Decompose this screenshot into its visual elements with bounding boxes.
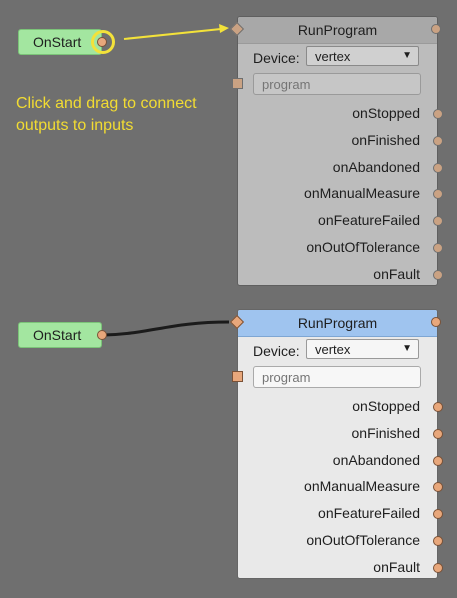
onstart-node[interactable]: OnStart bbox=[18, 322, 107, 348]
onstart-output-port[interactable] bbox=[97, 330, 107, 340]
output-port[interactable] bbox=[433, 216, 443, 227]
program-input-port[interactable] bbox=[232, 371, 243, 382]
device-value: vertex bbox=[315, 49, 351, 64]
output-port[interactable] bbox=[433, 135, 443, 146]
caret-down-icon: ▼ bbox=[402, 343, 412, 354]
output-label: onStopped bbox=[352, 398, 420, 414]
flow-output-port[interactable] bbox=[431, 317, 441, 327]
output-row: onOutOfTolerance bbox=[238, 528, 443, 555]
output-label: onFinished bbox=[351, 131, 421, 148]
output-port[interactable] bbox=[433, 162, 443, 173]
flow-output-port[interactable] bbox=[431, 24, 441, 34]
output-label: onFault bbox=[373, 265, 420, 282]
device-select[interactable]: vertex ▼ bbox=[306, 339, 419, 359]
output-list: onStopped onFinished onAbandoned onManua… bbox=[238, 101, 443, 289]
output-label: onFeatureFailed bbox=[318, 212, 420, 229]
output-port[interactable] bbox=[433, 455, 443, 466]
onstart-label: OnStart bbox=[33, 34, 82, 50]
program-input-port[interactable] bbox=[232, 78, 243, 89]
output-row: onAbandoned bbox=[238, 448, 443, 475]
program-input[interactable] bbox=[253, 73, 421, 95]
output-port[interactable] bbox=[433, 509, 443, 520]
output-list: onStopped onFinished onAbandoned onManua… bbox=[238, 394, 443, 582]
output-row: onManualMeasure bbox=[238, 474, 443, 501]
output-row: onFault bbox=[238, 262, 443, 289]
arrow-head-icon bbox=[219, 24, 229, 33]
output-port[interactable] bbox=[433, 109, 443, 119]
hint-arrow-line bbox=[123, 28, 222, 40]
onstart-label: OnStart bbox=[33, 327, 82, 343]
hint-text: Click and drag to connect outputs to inp… bbox=[16, 95, 197, 134]
output-port[interactable] bbox=[433, 189, 443, 200]
output-row: onManualMeasure bbox=[238, 181, 443, 208]
output-row: onFault bbox=[238, 555, 443, 582]
output-label: onOutOfTolerance bbox=[306, 238, 420, 255]
output-port[interactable] bbox=[433, 269, 443, 280]
output-port[interactable] bbox=[433, 482, 443, 493]
node-title-bar[interactable]: RunProgram bbox=[238, 310, 437, 337]
output-port[interactable] bbox=[433, 402, 443, 412]
connection-wire bbox=[103, 320, 230, 337]
output-label: onStopped bbox=[352, 105, 420, 121]
device-label: Device: bbox=[253, 343, 300, 359]
output-port[interactable] bbox=[433, 562, 443, 573]
output-row: onStopped bbox=[238, 394, 443, 421]
output-port[interactable] bbox=[433, 428, 443, 439]
output-row: onFeatureFailed bbox=[238, 501, 443, 528]
device-value: vertex bbox=[315, 342, 351, 357]
output-row: onOutOfTolerance bbox=[238, 235, 443, 262]
output-row: onFinished bbox=[238, 421, 443, 448]
output-label: onAbandoned bbox=[332, 158, 420, 175]
caret-down-icon: ▼ bbox=[402, 50, 412, 61]
output-label: onFeatureFailed bbox=[318, 505, 420, 522]
device-select[interactable]: vertex ▼ bbox=[306, 46, 419, 66]
program-input[interactable] bbox=[253, 366, 421, 388]
highlight-ring-icon bbox=[91, 30, 115, 54]
output-row: onFinished bbox=[238, 128, 443, 155]
output-label: onOutOfTolerance bbox=[306, 531, 420, 548]
output-label: onAbandoned bbox=[332, 451, 420, 468]
output-label: onFinished bbox=[351, 424, 421, 441]
output-label: onFault bbox=[373, 558, 420, 575]
output-label: onManualMeasure bbox=[304, 185, 420, 202]
runprogram-node-ghost[interactable]: RunProgram Device: vertex ▼ onStopped on… bbox=[229, 16, 443, 289]
output-label: onManualMeasure bbox=[304, 478, 420, 495]
output-row: onAbandoned bbox=[238, 155, 443, 182]
output-port[interactable] bbox=[433, 242, 443, 253]
output-port[interactable] bbox=[433, 535, 443, 546]
output-row: onFeatureFailed bbox=[238, 208, 443, 235]
node-title: RunProgram bbox=[297, 22, 378, 38]
device-label: Device: bbox=[253, 50, 300, 66]
output-row: onStopped bbox=[238, 101, 443, 128]
node-title-bar[interactable]: RunProgram bbox=[238, 17, 437, 44]
node-title: RunProgram bbox=[297, 315, 378, 331]
runprogram-node[interactable]: RunProgram Device: vertex ▼ onStopped on… bbox=[229, 309, 443, 582]
